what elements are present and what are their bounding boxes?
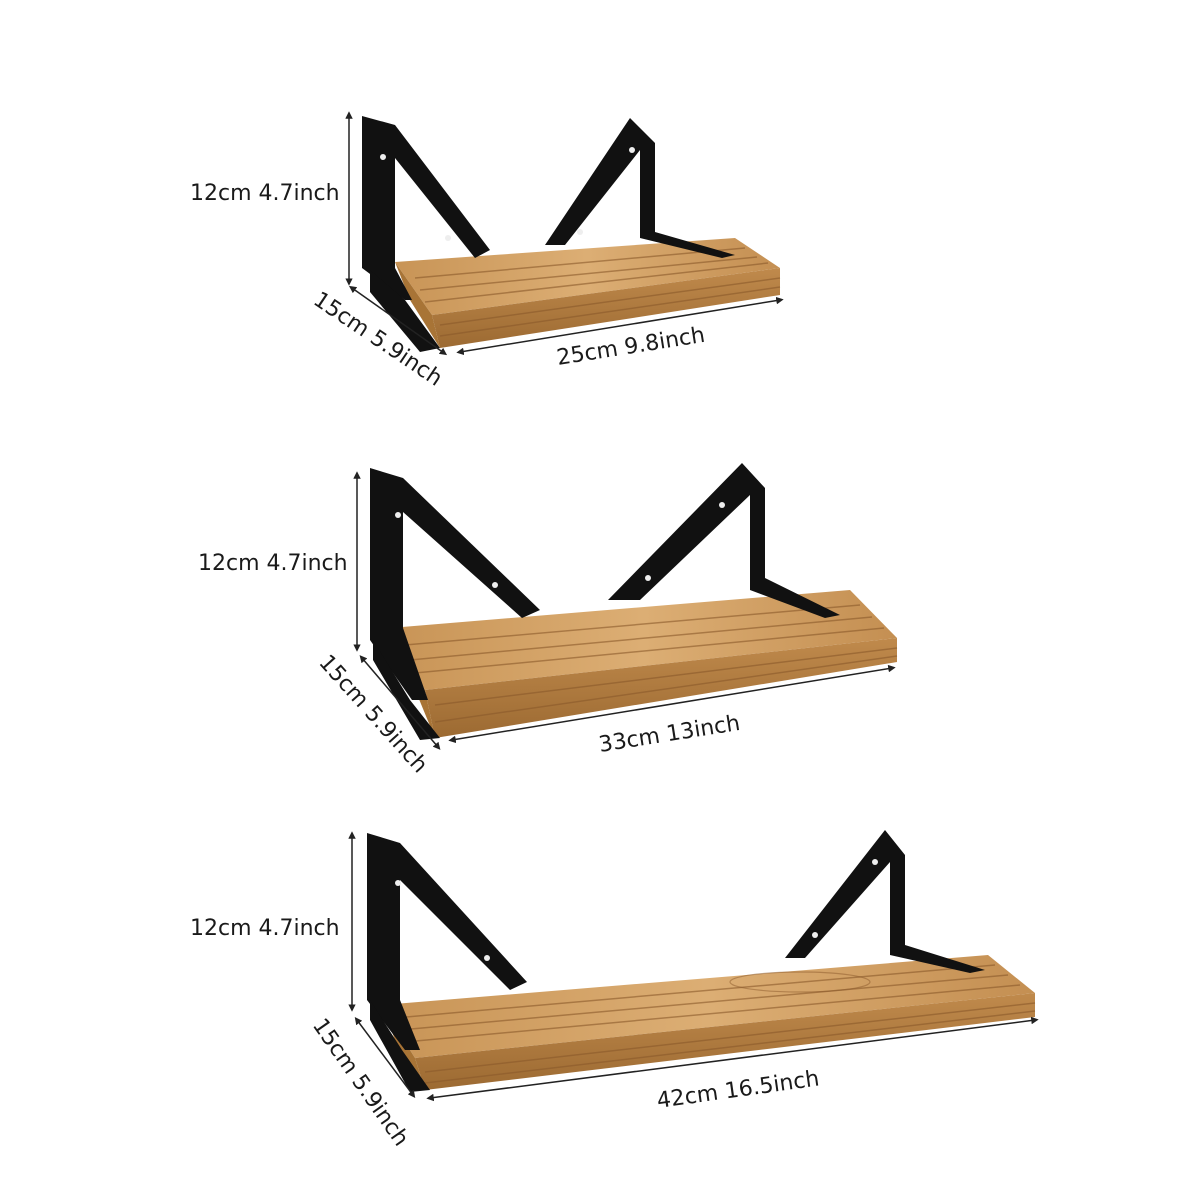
length-label: 42cm 16.5inch xyxy=(655,1066,820,1114)
right-bracket xyxy=(545,118,735,258)
wood-board xyxy=(382,955,1036,1090)
right-bracket xyxy=(785,830,985,973)
height-label: 12cm 4.7inch xyxy=(190,916,340,941)
shelf-small: 12cm 4.7inch 15cm 5.9inch 25cm 9.8inch xyxy=(190,111,784,392)
height-label: 12cm 4.7inch xyxy=(190,181,340,206)
right-bracket xyxy=(608,463,840,618)
length-label: 33cm 13inch xyxy=(597,711,742,758)
shelf-medium: 12cm 4.7inch 15cm 5.9inch 33cm 13inch xyxy=(198,463,898,778)
height-label: 12cm 4.7inch xyxy=(198,551,348,576)
length-label: 25cm 9.8inch xyxy=(555,323,707,371)
shelf-large: 12cm 4.7inch 15cm 5.9inch 42cm 16.5inch xyxy=(190,830,1039,1151)
